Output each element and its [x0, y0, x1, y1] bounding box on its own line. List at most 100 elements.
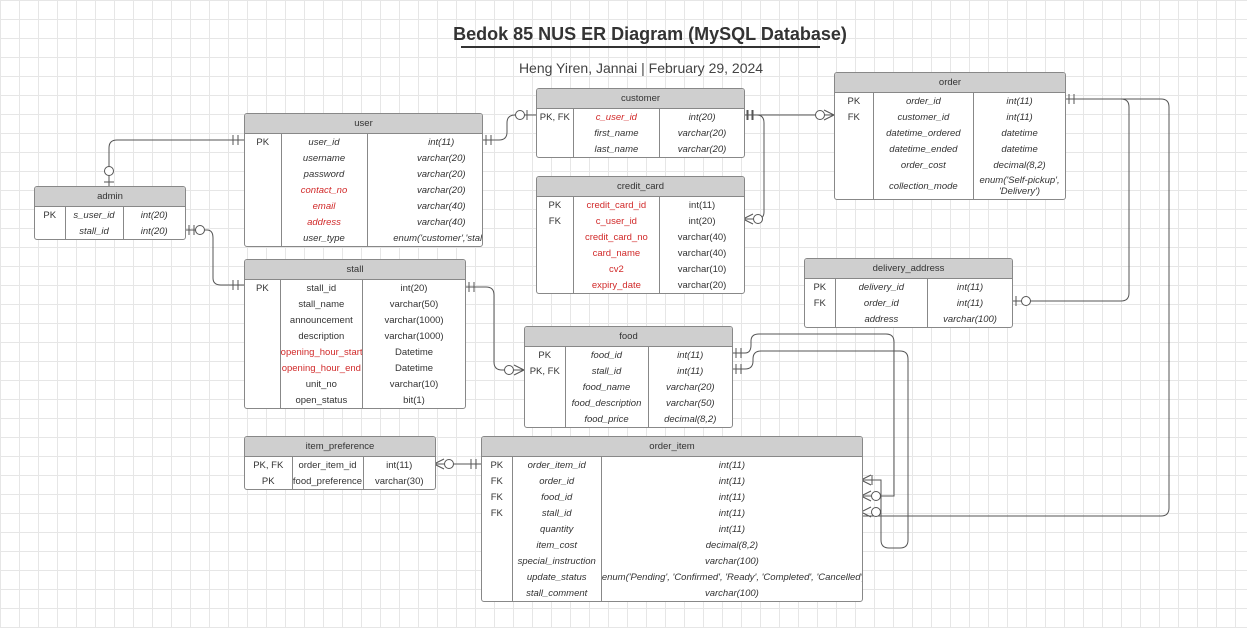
key-cell: FK	[490, 507, 503, 519]
field-type: Datetime	[362, 344, 465, 360]
rel-admin-stall[interactable]	[184, 225, 244, 290]
field-type: varchar(40)	[366, 214, 482, 230]
table-header: admin	[35, 187, 185, 207]
field-type: int(11)	[647, 347, 732, 363]
field-name: food_price	[564, 411, 648, 427]
key-cell	[245, 376, 280, 392]
field-type: varchar(100)	[600, 585, 862, 601]
field-type: int(11)	[600, 521, 862, 537]
rel-food-order-item-food[interactable]	[731, 333, 895, 502]
field-name: food_description	[564, 395, 648, 411]
key-cell	[245, 150, 281, 166]
field-name: stall_id	[564, 363, 648, 379]
field-type: varchar(20)	[647, 379, 732, 395]
key-cell: FK	[490, 491, 503, 503]
rel-customer-credit-card[interactable]	[742, 110, 765, 225]
field-name: food_name	[564, 379, 648, 395]
field-type: varchar(20)	[366, 166, 482, 182]
field-type: datetime	[973, 141, 1065, 157]
field-name: c_user_id	[572, 213, 660, 229]
field-type: varchar(1000)	[362, 312, 465, 328]
key-cell: PK	[255, 282, 269, 294]
key-cell: PK	[538, 349, 552, 361]
rel-stall-food[interactable]	[464, 282, 525, 376]
field-name: customer_id	[872, 109, 974, 125]
rel-admin-user[interactable]	[104, 135, 244, 186]
key-cell	[245, 328, 280, 344]
field-name: description	[279, 328, 363, 344]
key-cell	[525, 395, 565, 411]
rel-user-customer[interactable]	[481, 110, 536, 145]
key-cell	[245, 312, 280, 328]
field-name: opening_hour_end	[279, 360, 363, 376]
field-name: contact_no	[280, 182, 367, 198]
field-type: varchar(50)	[647, 395, 732, 411]
key-cell	[835, 141, 873, 157]
field-name: datetime_ordered	[872, 125, 974, 141]
rel-customer-order[interactable]	[743, 109, 835, 121]
rel-item-preference-order-item[interactable]	[433, 458, 481, 470]
